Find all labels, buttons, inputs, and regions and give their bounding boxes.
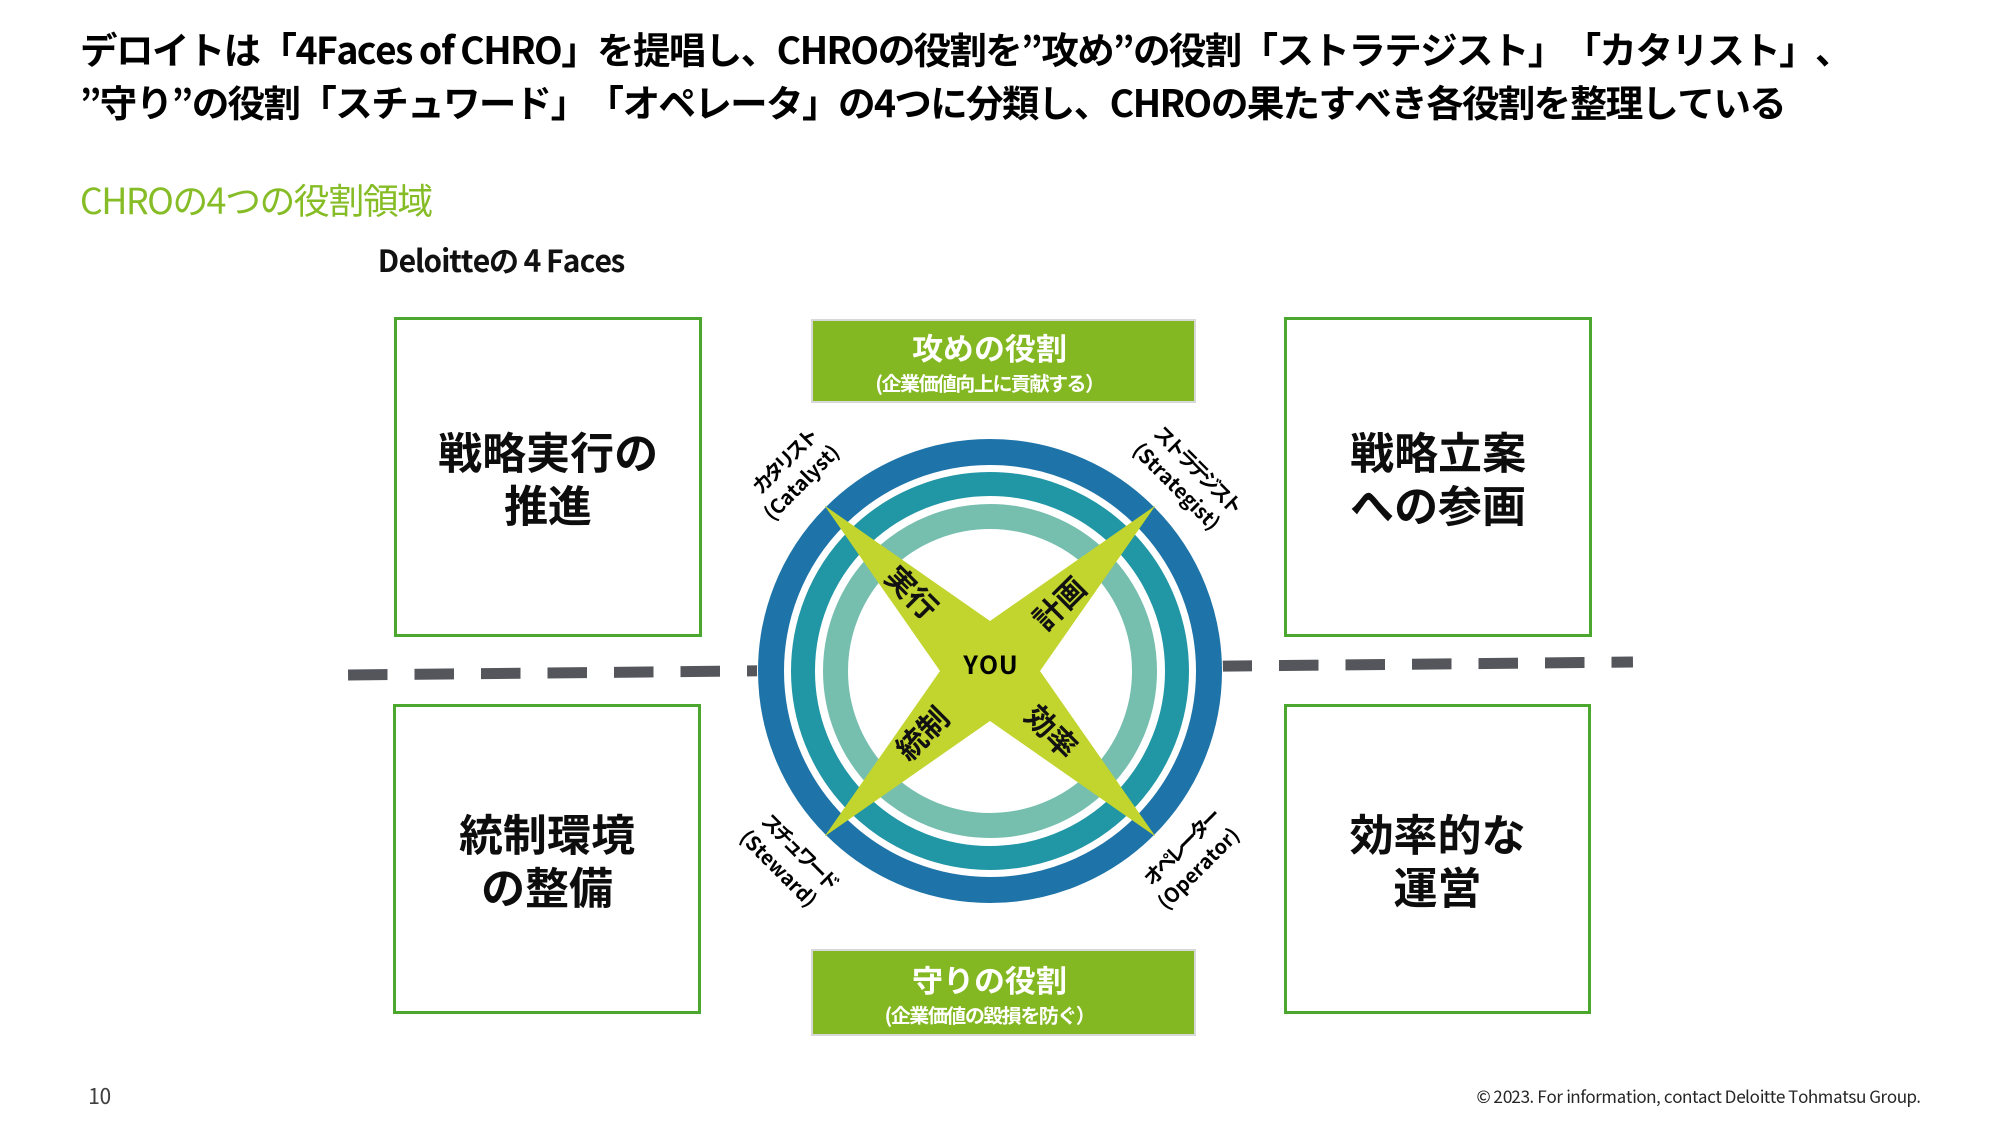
quadrant-box-label: 統制環境の整備 (459, 806, 635, 912)
offense-role-title: 攻めの役割 (912, 324, 1067, 369)
quadrant-box-label: 戦略立案への参画 (1350, 424, 1526, 530)
offense-role-subtitle: (企業価値向上に貢献する） (875, 368, 1105, 397)
slide-title-line2: ”守り”の役割「スチュワード」「オペレータ」の4つに分類し、CHROの果たすべき… (80, 73, 1787, 128)
defense-role-banner: 守りの役割 (企業価値の毀損を防ぐ） (811, 949, 1196, 1036)
quadrant-box-efficient-operation-line2: 運営 (1393, 853, 1482, 917)
quadrant-box-label: 戦略実行の推進 (438, 424, 658, 530)
quadrant-box-strategy-execution: 戦略実行の推進 (394, 317, 702, 637)
quadrant-box-control-environment-line1: 統制環境 (459, 800, 635, 864)
quadrant-box-strategy-execution-line1: 戦略実行の (438, 418, 658, 482)
quadrant-box-strategy-planning-line2: への参画 (1350, 471, 1526, 535)
diagram-ring-inner (823, 504, 1157, 838)
quadrant-box-strategy-execution-line2: 推進 (504, 471, 592, 535)
four-point-star (824, 505, 1156, 837)
diagram-ring-outer (758, 439, 1222, 903)
slide-title: デロイトは「4Faces of CHRO」を提唱し、CHROの役割を”攻め”の役… (80, 20, 1853, 128)
quadrant-box-control-environment: 統制環境の整備 (393, 704, 701, 1014)
quadrant-box-strategy-planning-line1: 戦略立案 (1350, 418, 1526, 482)
quadrant-box-efficient-operation: 効率的な運営 (1284, 704, 1591, 1014)
page-number: 10 (88, 1081, 112, 1111)
quadrant-box-control-environment-line2: の整備 (481, 853, 613, 917)
offense-role-banner: 攻めの役割 (企業価値向上に貢献する） (811, 319, 1196, 403)
slide-title-line1: デロイトは「4Faces of CHRO」を提唱し、CHROの役割を”攻め”の役… (80, 20, 1853, 75)
diagram-ring-middle (791, 472, 1189, 870)
four-faces-diagram (757, 438, 1223, 904)
quadrant-box-efficient-operation-line1: 効率的な (1349, 800, 1526, 864)
defense-role-title: 守りの役割 (912, 956, 1067, 1001)
defense-role-subtitle: (企業価値の毀損を防ぐ） (884, 1000, 1096, 1029)
quadrant-box-strategy-planning: 戦略立案への参画 (1284, 317, 1592, 637)
footer-copyright: © 2023. For information, contact Deloitt… (1476, 1083, 1921, 1108)
star-center-you-label: YOU (963, 646, 1019, 682)
diagram-caption: Deloitteの 4 Faces (378, 237, 626, 281)
section-heading: CHROの4つの役割領域 (80, 173, 433, 225)
quadrant-box-label: 効率的な運営 (1350, 806, 1526, 912)
